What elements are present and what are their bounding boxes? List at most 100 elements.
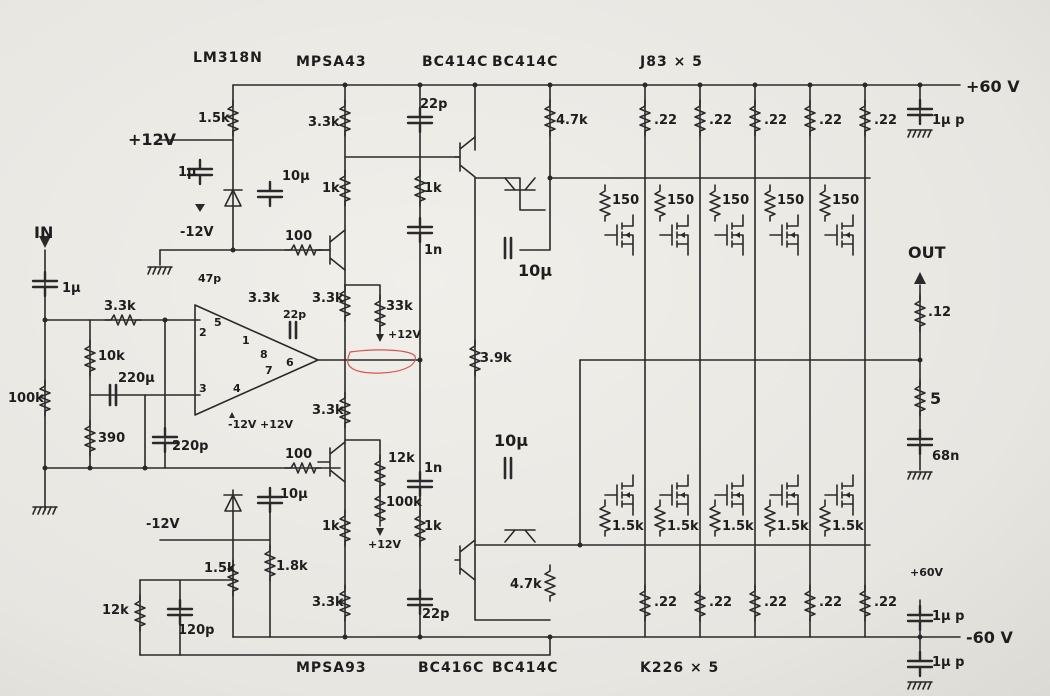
label-neg12-cap: -12V [180, 225, 214, 240]
label-r-100-bot: 100 [285, 447, 312, 462]
label-c-10u-top: 10µ [282, 169, 310, 184]
label-r-39k: 3.9k [480, 351, 512, 366]
label-c-120p: 120p [178, 623, 214, 638]
label-c-22p-top: 22p [420, 97, 447, 112]
label-fets-bot: K226 × 5 [640, 660, 719, 676]
label-c-rail-bot2: 1µ p [932, 655, 964, 670]
label-r-15k-top: 1.5k [198, 111, 230, 126]
label-pin-6: 6 [286, 356, 294, 369]
label-c-47p: 47p [198, 272, 221, 285]
label-r-100-top: 100 [285, 229, 312, 244]
label-c-220p: 220p [172, 439, 208, 454]
label-r-in-100k: 100k [8, 391, 44, 406]
components [31, 98, 934, 690]
label-c-zobel: 68n [932, 449, 959, 464]
label-pot-supply: +12V [368, 538, 402, 551]
label-drv-top2: BC414C [492, 54, 558, 70]
label-r-1k-q2: 1k [322, 519, 340, 534]
label-drv-bot1: BC416C [418, 660, 484, 676]
label-src-top-1: .22 [654, 113, 677, 128]
label-r-47k-bot: 4.7k [510, 577, 542, 592]
label-opamp-vp: +12V [260, 418, 294, 431]
label-r-33k-q1: 3.3k [308, 115, 340, 130]
label-c-22p-bot: 22p [422, 607, 449, 622]
label-src-top-5: .22 [874, 113, 897, 128]
label-gate-bot-3: 1.5k [722, 519, 754, 534]
label-c-1n-bot: 1n [424, 461, 442, 476]
label-c-10u-drv-bot: 10µ [494, 431, 528, 450]
label-c-22p-opamp: 22p [283, 308, 306, 321]
label-drv-top1: BC414C [422, 54, 488, 70]
label-pin-7: 7 [265, 364, 273, 377]
label-gate-bot-2: 1.5k [667, 519, 699, 534]
label-src-bot-2: .22 [709, 595, 732, 610]
label-c-220u: 220µ [118, 371, 155, 386]
label-src-bot-5: .22 [874, 595, 897, 610]
label-c-1u-top: 1µ [178, 165, 197, 180]
label-r-1k-q1: 1k [322, 181, 340, 196]
label-pin-5: 5 [214, 316, 222, 329]
label-gate-bot-4: 1.5k [777, 519, 809, 534]
label-pin-2: 2 [199, 326, 207, 339]
label-gate-top-4: 150 [777, 193, 804, 208]
label-r-1k-mid-bot: 1k [424, 519, 442, 534]
label-r-12k-pot: 12k [388, 451, 415, 466]
red-annotation-mark [347, 349, 416, 374]
label-q-bot: MPSA93 [296, 660, 367, 676]
label-gate-top-1: 150 [612, 193, 639, 208]
label-pin-3: 3 [199, 382, 207, 395]
label-opamp: LM318N [193, 50, 263, 66]
label-r-18k-bot: 1.8k [276, 559, 308, 574]
label-out: OUT [908, 243, 946, 262]
label-c-rail-bot: 1µ p [932, 609, 964, 624]
label-c-10u-drv: 10µ [518, 261, 552, 280]
label-pin-8: 8 [260, 348, 268, 361]
label-neg12b: -12V [146, 517, 180, 532]
label-src-top-3: .22 [764, 113, 787, 128]
label-gate-bot-1: 1.5k [612, 519, 644, 534]
label-c-1n-top: 1n [424, 243, 442, 258]
label-neg60: -60 V [966, 628, 1013, 647]
label-r-390: 390 [98, 431, 125, 446]
label-r-33k-q2: 3.3k [312, 595, 344, 610]
label-pos12: +12V [128, 130, 177, 149]
label-r-47k-top: 4.7k [556, 113, 588, 128]
label-in: IN [34, 223, 53, 242]
label-r-12k-bot: 12k [102, 603, 129, 618]
label-src-top-2: .22 [709, 113, 732, 128]
label-33k-supply: +12V [388, 328, 422, 341]
label-src-bot-3: .22 [764, 595, 787, 610]
label-gate-top-5: 150 [832, 193, 859, 208]
label-gate-top-2: 150 [667, 193, 694, 208]
label-r-fb-33k: 3.3k [104, 299, 136, 314]
label-q-top: MPSA43 [296, 54, 367, 70]
labels: LM318N MPSA43 BC414C BC414C J83 × 5 MPSA… [8, 50, 1020, 676]
label-r-zobel: 5 [930, 389, 941, 408]
label-r-100k-pot: 100k [386, 495, 422, 510]
label-gate-top-3: 150 [722, 193, 749, 208]
label-c-in: 1µ [62, 281, 81, 296]
label-src-bot-4: .22 [819, 595, 842, 610]
label-opamp-vm: -12V [228, 418, 257, 431]
label-plus60-small: +60V [910, 566, 944, 579]
label-r-33k-opamp: 3.3k [248, 291, 280, 306]
junctions [42, 82, 923, 640]
label-pin-1: 1 [242, 334, 250, 347]
label-r-out-012: .12 [928, 305, 951, 320]
label-fets-top: J83 × 5 [639, 54, 703, 70]
label-c-10u-bot: 10µ [280, 487, 308, 502]
label-src-bot-1: .22 [654, 595, 677, 610]
label-src-top-4: .22 [819, 113, 842, 128]
label-c-rail-top: 1µ p [932, 113, 964, 128]
label-r-15k-bot: 1.5k [204, 561, 236, 576]
label-r-33k-q1e: 3.3k [312, 291, 344, 306]
label-gate-bot-5: 1.5k [832, 519, 864, 534]
label-r-33k-q2e: 3.3k [312, 403, 344, 418]
label-r-10k: 10k [98, 349, 125, 364]
label-pos60: +60 V [966, 77, 1020, 96]
label-drv-bot2: BC414C [492, 660, 558, 676]
label-pin-4: 4 [233, 382, 241, 395]
label-r-1k-mid: 1k [424, 181, 442, 196]
